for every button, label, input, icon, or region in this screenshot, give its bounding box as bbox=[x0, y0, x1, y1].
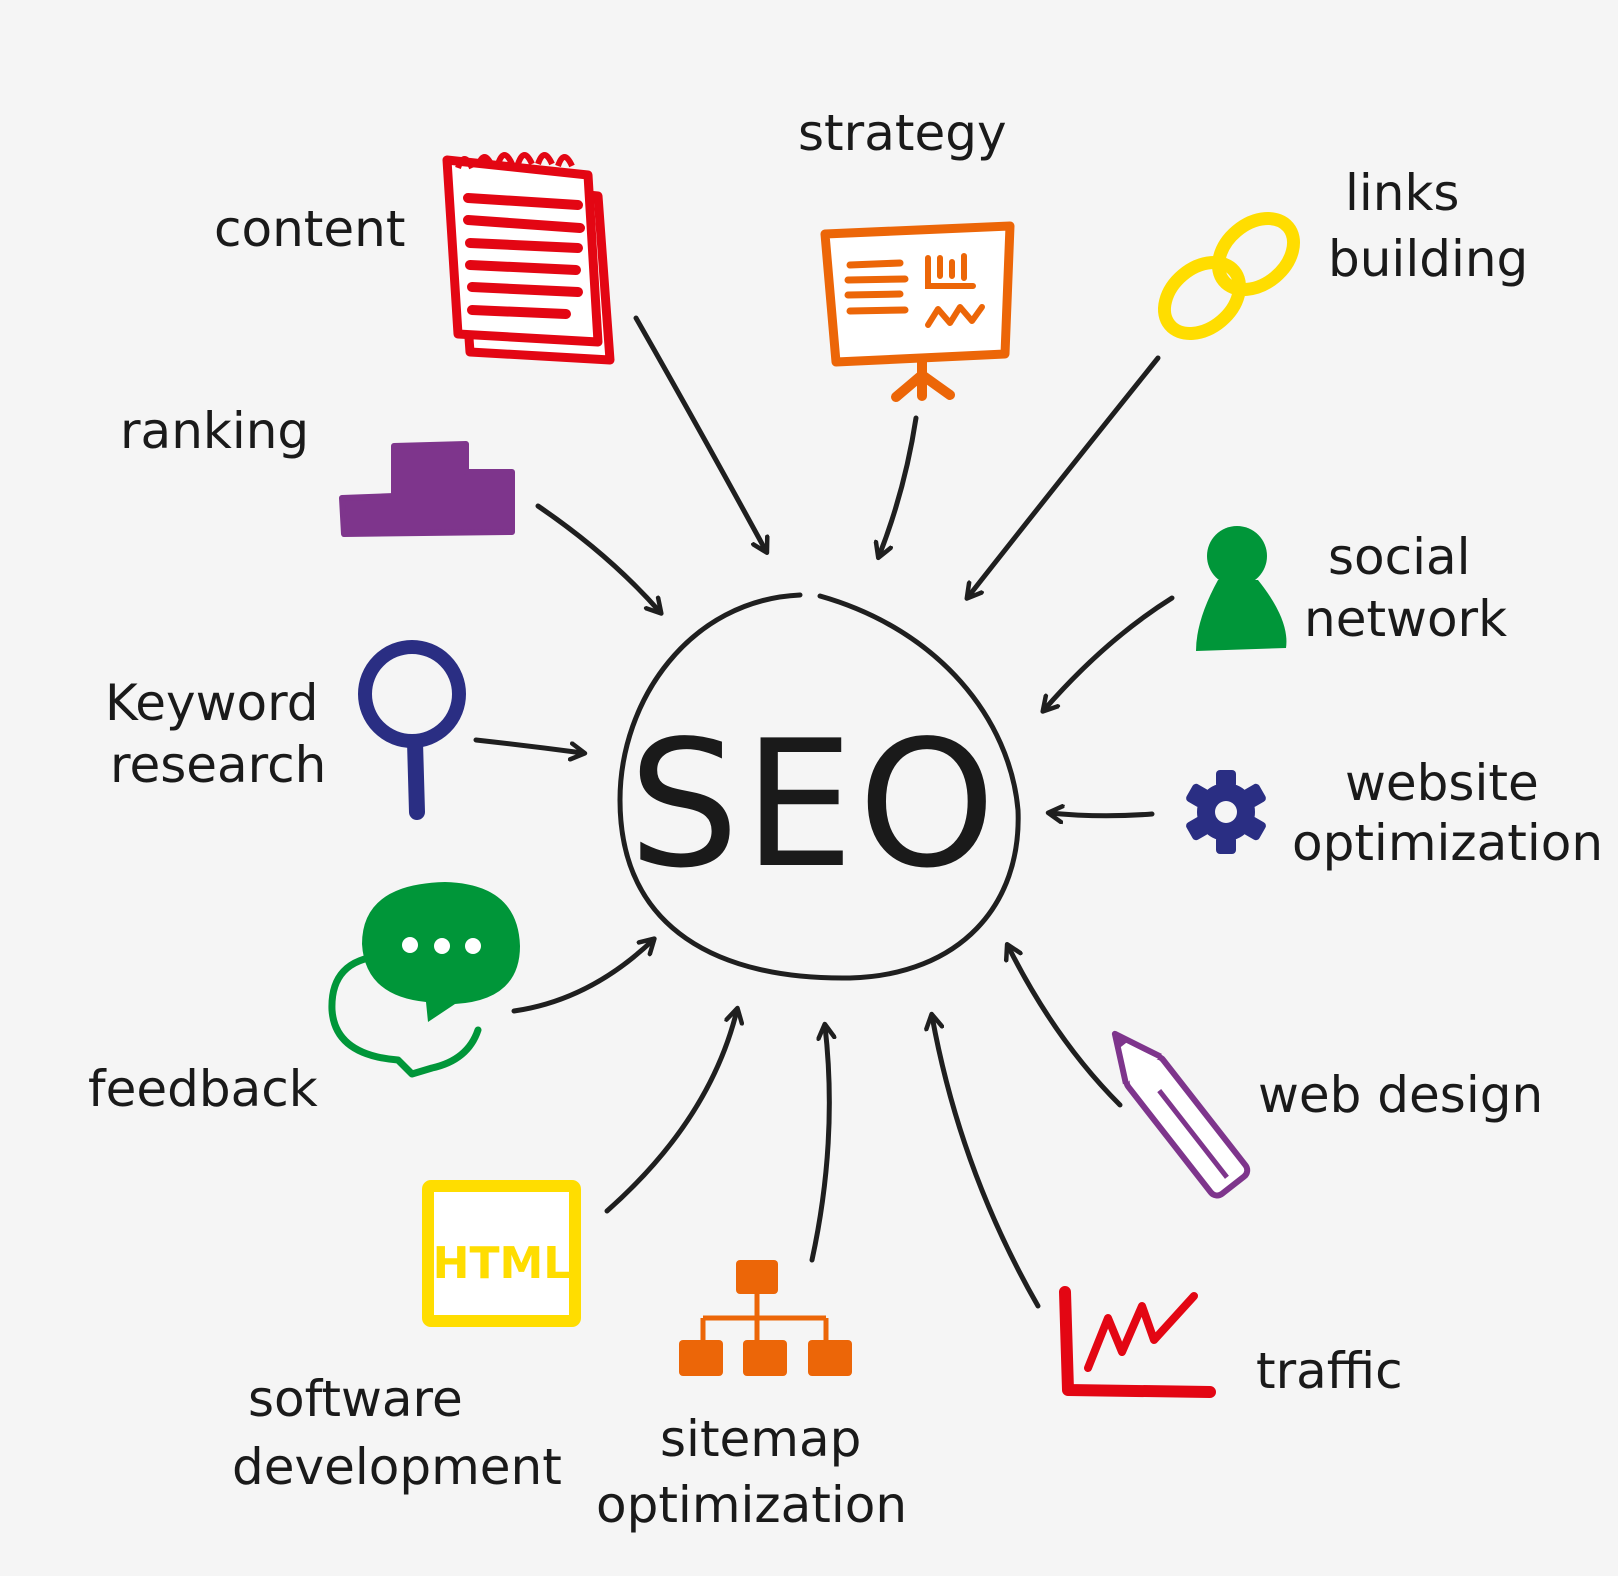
label-software-development: software development bbox=[232, 1370, 562, 1496]
arrow-traffic bbox=[932, 1016, 1041, 1309]
arrow-software bbox=[604, 1010, 737, 1214]
label-links-building: links building bbox=[1328, 164, 1528, 288]
arrow-content bbox=[633, 315, 766, 551]
seo-center-label: SEO bbox=[628, 704, 999, 907]
label-website-optimization: website optimization bbox=[1292, 754, 1603, 872]
seo-circle bbox=[617, 592, 1021, 981]
arrow-strategy bbox=[879, 415, 919, 556]
podium-icon bbox=[339, 441, 515, 537]
gear-icon bbox=[1186, 770, 1266, 854]
arrow-ranking bbox=[535, 503, 660, 612]
arrow-feedback bbox=[511, 940, 653, 1014]
label-web-design: web design bbox=[1258, 1066, 1543, 1124]
person-icon bbox=[1196, 526, 1287, 651]
label-keyword-research: Keyword research bbox=[105, 674, 334, 794]
arrow-links bbox=[968, 355, 1161, 597]
magnifier-icon bbox=[358, 640, 466, 820]
pencil-icon bbox=[1111, 1030, 1251, 1199]
label-social-network: social network bbox=[1304, 528, 1507, 648]
label-feedback: feedback bbox=[88, 1060, 318, 1118]
html-frame-text: HTML bbox=[433, 1238, 572, 1289]
node-labels: content strategy links building ranking … bbox=[88, 104, 1603, 1534]
line-graph-icon bbox=[1059, 1286, 1216, 1398]
speech-bubbles-icon bbox=[328, 882, 520, 1078]
arrow-website bbox=[1050, 813, 1155, 816]
arrows bbox=[473, 315, 1175, 1309]
label-sitemap-optimization: sitemap optimization bbox=[596, 1410, 907, 1534]
arrow-webdesign bbox=[1008, 946, 1123, 1108]
notepad-icon bbox=[442, 152, 615, 365]
label-traffic: traffic bbox=[1256, 1342, 1403, 1400]
sitemap-tree-icon bbox=[679, 1260, 852, 1376]
label-content: content bbox=[214, 200, 405, 258]
chain-link-icon bbox=[1157, 212, 1301, 340]
html-frame-icon: HTML bbox=[422, 1180, 581, 1327]
label-strategy: strategy bbox=[798, 104, 1007, 162]
arrow-social bbox=[1044, 595, 1175, 710]
arrow-keyword bbox=[473, 737, 583, 753]
label-ranking: ranking bbox=[120, 402, 309, 460]
presentation-board-icon bbox=[820, 221, 1015, 402]
arrow-sitemap bbox=[809, 1026, 829, 1263]
